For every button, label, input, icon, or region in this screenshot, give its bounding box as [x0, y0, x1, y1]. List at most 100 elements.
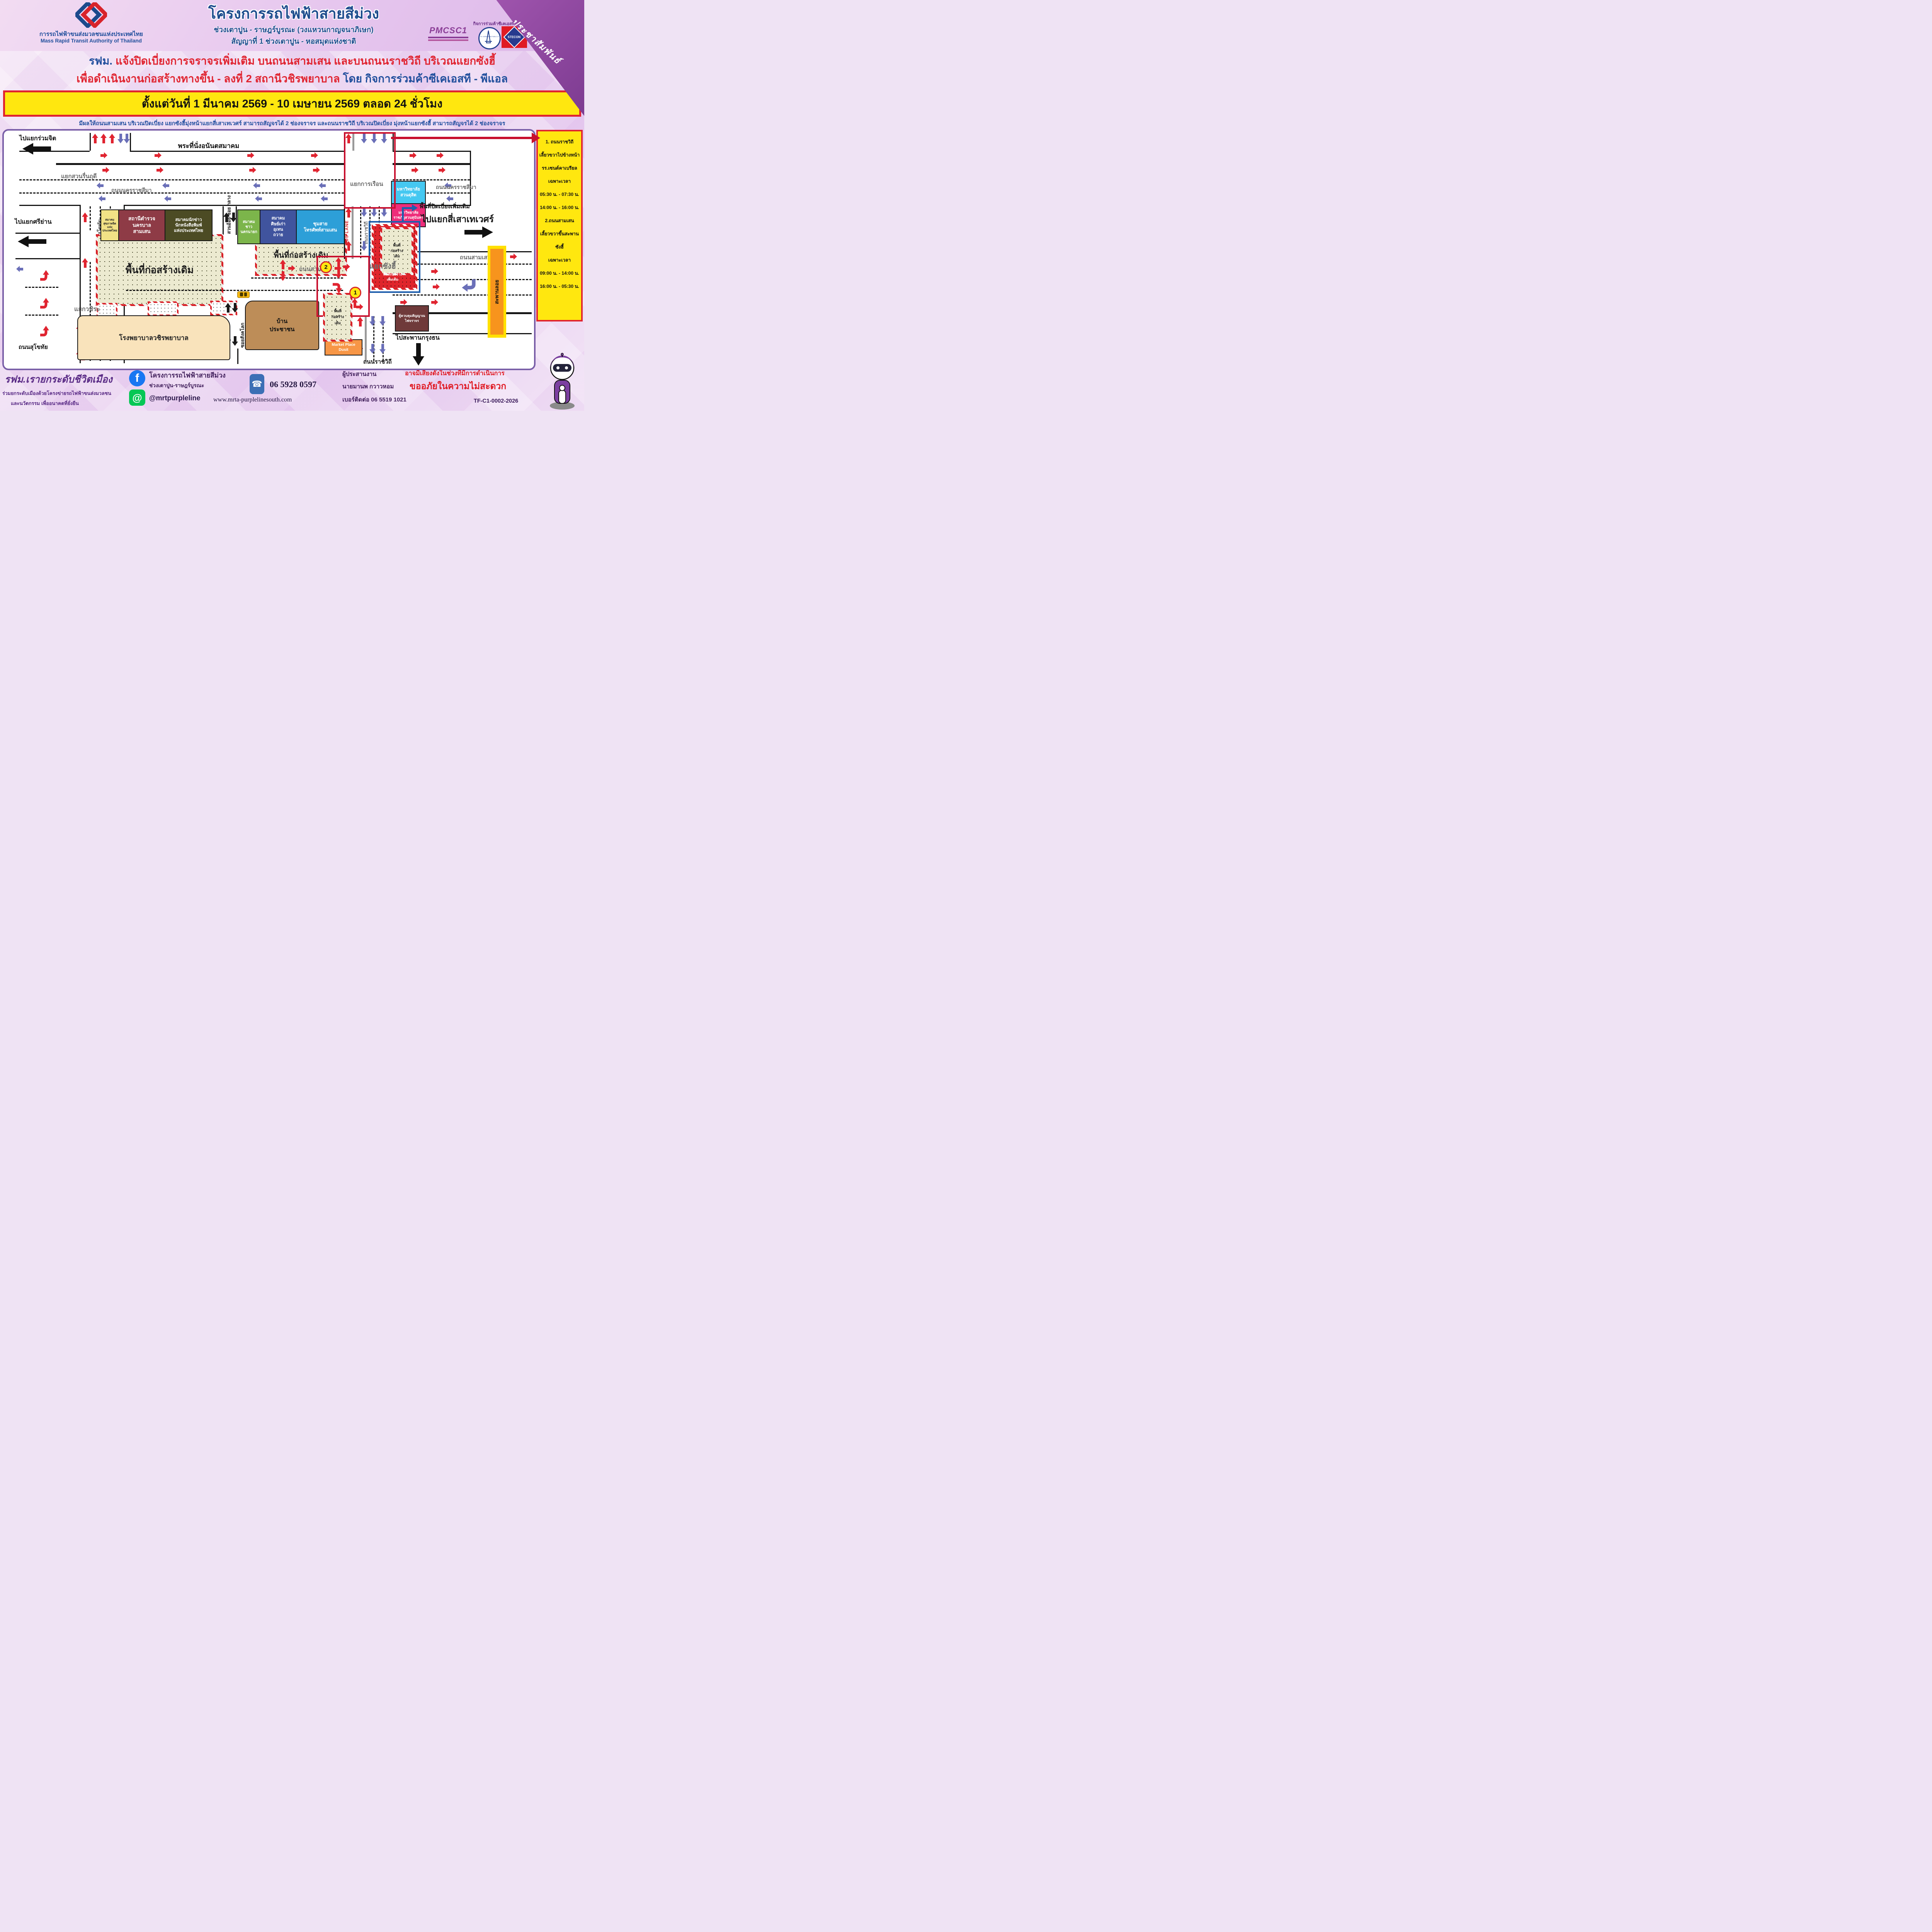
left-arrow [446, 196, 453, 202]
left-arrow [16, 266, 23, 272]
agency-name-th: การรถไฟฟ้าขนส่งมวลชนแห่งประเทศไทย [39, 31, 143, 37]
red-turn-up-icon [40, 270, 49, 281]
info-line: เลี้ยวขวาไปข้างหน้า [539, 152, 580, 158]
red-right-down-turn-icon [333, 283, 342, 294]
jv-label: กิจการร่วมค้าซีเคเอสที-พีแอล [473, 22, 527, 26]
lane-dash [90, 262, 91, 361]
right-arrow [155, 152, 162, 159]
callout-line [402, 207, 404, 222]
road-edge [393, 333, 532, 334]
info-line: 16:00 น. - 05:30 น. [540, 284, 579, 289]
callout-line [402, 207, 413, 209]
construction-old-left-label: พื้นที่ก่อสร้างเดิม [125, 265, 194, 276]
building-uthen-alumni: สมาคม ศิษย์เก่า อุเทน ถวาย [260, 209, 297, 244]
footer-line-id: @mrtpurpleline [149, 394, 201, 402]
announcement-line1-text: แจ้งปิดเบี่ยงการจราจรเพิ่มเติม บนถนนสามเ… [115, 55, 496, 67]
left-arrow [444, 182, 451, 189]
label-to-sri-yan: ไปแยกศรีย่าน [15, 219, 52, 225]
label-suan-oi: สวนอ้อย ซอย กลาง [226, 195, 232, 234]
right-arrow [431, 299, 438, 306]
road-divider [56, 163, 344, 165]
right-arrow [412, 167, 418, 173]
lane-dash [383, 316, 384, 361]
announcement-line2-by: โดย กิจการร่วมค้าซีเคเอสที - พีแอล [343, 73, 508, 85]
lane-dash [393, 264, 532, 265]
lane-dash [393, 179, 470, 180]
info-line: 14:00 น. - 16:00 น. [540, 205, 579, 210]
date-banner-text: ตั้งแต่วันที่ 1 มีนาคม 2569 - 10 เมษายน … [141, 98, 443, 110]
ch-logo-ring-text: CH. KARNCHANG PUBLIC COMPANY LIMITED [480, 36, 499, 37]
agency-name-en: Mass Rapid Transit Authority of Thailand [40, 38, 142, 44]
connector-arrowhead-icon [532, 133, 540, 143]
building-signal-control-box: ตู้ควบคุมสัญญาณ ไฟจราจร [395, 305, 429, 332]
connector-line [391, 137, 535, 139]
road-edge [15, 233, 80, 234]
label-saphan-loi: สะพานลอย [494, 279, 500, 304]
left-arrow [253, 182, 260, 189]
down-arrow [379, 316, 386, 326]
left-arrow [162, 182, 169, 189]
right-arrow [410, 152, 417, 159]
black-left-arrow [22, 143, 51, 155]
right-arrow [100, 152, 107, 159]
road-edge [393, 151, 470, 152]
facebook-icon: f [129, 370, 145, 386]
lane-dash [393, 192, 470, 194]
building-vajira-hospital: โรงพยาบาลวชิรพยาบาล [77, 315, 230, 360]
footer-fb-sub: ช่วงเตาปูน-ราษฎร์บูรณะ [149, 383, 204, 388]
right-arrow [510, 253, 517, 260]
label-sukhothai-bottom: ถนนสุโขทัย [19, 344, 48, 350]
lane-dash [393, 279, 532, 280]
label-extra-diversion: พื้นที่ปิดเบี่ยงเพิ่มเติม [420, 203, 470, 210]
poster-title: โครงการรถไฟฟ้าสายสีม่วง [208, 6, 379, 22]
left-arrow [321, 196, 328, 202]
left-arrow [319, 182, 326, 189]
saphan-loi-inner: สะพานลอย [490, 249, 503, 335]
up-arrow [345, 241, 352, 251]
lane-dash [90, 206, 91, 230]
announcement-line2: เพื่อดำเนินงานก่อสร้างทางขึ้น - ลงที่ 2 … [0, 70, 584, 87]
lane-dash [100, 206, 101, 230]
info-line: เฉพาะเวลา [548, 257, 571, 263]
down-arrow [232, 303, 238, 313]
up-arrow [225, 303, 231, 313]
road-edge [15, 258, 80, 259]
up-arrow [92, 134, 99, 143]
noise-warning-line2: ขออภัยในความไม่สะดวก [410, 381, 507, 391]
label-sang-hi: แยกซังฮี้ [369, 262, 396, 270]
down-arrow [335, 269, 342, 279]
left-arrow [99, 196, 105, 202]
down-arrow [369, 344, 376, 354]
taxi-car-icon [237, 291, 250, 298]
ch-karnchang-derrick-icon [485, 30, 492, 43]
construction-old-left: พื้นที่ก่อสร้างเดิม [96, 234, 223, 306]
down-arrow [117, 134, 124, 143]
right-arrow [288, 265, 295, 272]
road-divider [393, 163, 470, 165]
construction-old-right-label: พื้นที่ก่อสร้างเดิม [274, 251, 328, 260]
median-bar [352, 134, 354, 151]
down-arrow [361, 207, 367, 217]
right-arrow [343, 264, 350, 270]
down-arrow [361, 134, 367, 143]
up-arrow [82, 258, 88, 268]
up-arrow [345, 208, 352, 218]
label-nakhon-ratchasima-left: ถนนนครราชสีมา [111, 187, 152, 193]
down-arrow [280, 271, 286, 281]
closed-sidewalk-hatch [97, 303, 117, 318]
stecon-logo-text: STECON [508, 35, 521, 39]
bus-lane-bar [352, 206, 354, 259]
black-down-arrow [413, 343, 424, 366]
effect-note: มีผลให้ถนนสามเสน บริเวณปิดเบี่ยง แยกซังฮ… [79, 121, 505, 127]
building-nakhonnayok-assoc: สมาคม ชาว นครนายก [237, 209, 260, 244]
up-arrow [223, 213, 230, 222]
coordinator-name: นายมานพ กวาวหอม [342, 383, 394, 390]
footer-tagline2: และนวัตกรรม เพื่ออนาคตที่ยั่งยืน [11, 401, 79, 406]
badge-2: 2 [320, 261, 332, 273]
building-mental-health-assoc: สมาคม สุขภาพจิต แห่ง ประเทศไทย [100, 209, 119, 241]
lane-dash [25, 287, 58, 288]
badge-1: 1 [349, 287, 361, 299]
pmcsc-logo-lines [428, 37, 468, 38]
building-samsen-police: สถานีตำรวจ นครบาล สามเสน [118, 209, 165, 241]
lane-dash [393, 294, 532, 296]
